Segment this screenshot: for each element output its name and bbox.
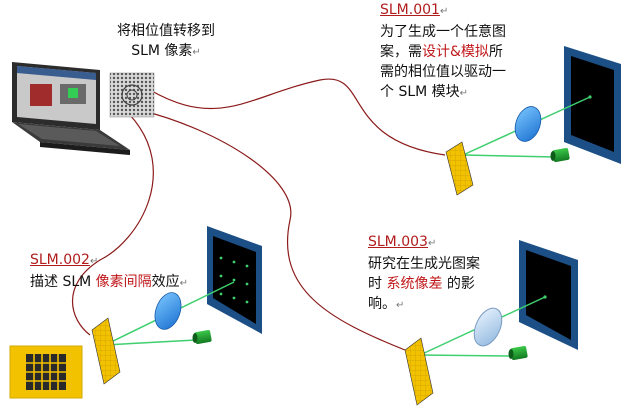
- connector-curves: [72, 78, 446, 351]
- slm-device-2: [91, 317, 121, 385]
- return-mark: ↵: [192, 47, 201, 58]
- slm002-highlight: 像素间隔: [95, 274, 152, 290]
- curve-to-slm002: [72, 114, 154, 336]
- slm-device-3: [404, 337, 434, 406]
- laser-1: [550, 148, 570, 162]
- transfer-caption: 将相位值转移到 SLM 像素↵: [111, 21, 221, 63]
- setup-slm002: [9, 226, 262, 399]
- laptop: [12, 62, 130, 155]
- setup-slm001: [445, 46, 621, 196]
- slm002-line1a: 描述 SLM: [30, 274, 96, 290]
- slm003-code: SLM.003: [368, 234, 428, 250]
- return-mark: ↵: [459, 88, 469, 99]
- laser-2: [192, 330, 212, 344]
- return-mark: ↵: [439, 6, 449, 17]
- return-mark: ↵: [179, 278, 189, 289]
- slm002-line1b: 效应: [151, 274, 180, 290]
- return-mark: ↵: [89, 256, 99, 267]
- slm002-code: SLM.002: [30, 252, 90, 268]
- slm003-line2b: 的影: [442, 276, 475, 292]
- return-mark: ↵: [396, 300, 405, 311]
- slm002-block: SLM.002↵ 描述 SLM 像素间隔效应↵: [30, 250, 188, 294]
- slm003-block: SLM.003↵ 研究在生成光图案 时 系统像差 的影 响。↵: [368, 232, 480, 316]
- slm003-line2a: 时: [368, 276, 387, 292]
- slm001-highlight: 设计&模拟: [422, 44, 489, 60]
- screen-3: [526, 250, 571, 340]
- curve-to-slm003: [139, 109, 406, 351]
- slm003-line3: 响。: [368, 296, 396, 312]
- lens-2: [154, 292, 182, 330]
- lens-3: [473, 307, 503, 347]
- transfer-caption-line1: 将相位值转移到: [117, 23, 215, 39]
- lens-1: [514, 106, 542, 142]
- slm003-line1: 研究在生成光图案: [368, 256, 480, 272]
- slm003-highlight: 系统像差: [386, 276, 443, 292]
- slm001-line2a: 案，需: [380, 44, 422, 60]
- slm001-block: SLM.001↵ 为了生成一个任意图 案，需设计&模拟所 需的相位值以驱动一 个…: [380, 0, 506, 104]
- screen-1: [571, 56, 614, 152]
- slm001-line1: 为了生成一个任意图: [380, 24, 506, 40]
- slm001-code: SLM.001: [380, 2, 440, 18]
- transfer-caption-line2: SLM 像素: [131, 43, 193, 59]
- return-mark: ↵: [427, 238, 437, 249]
- laser-3: [508, 346, 528, 360]
- curve-to-slm001: [149, 78, 446, 156]
- pixel-grid-inset: [9, 345, 83, 399]
- phase-pattern-image: [109, 72, 155, 118]
- slm-device-1: [445, 141, 474, 196]
- slm001-line3: 需的相位值以驱动一: [380, 64, 506, 80]
- setup-slm003: [404, 240, 578, 406]
- slm001-line2b: 所: [488, 44, 503, 60]
- screen-image: [30, 84, 52, 106]
- slm001-line4: 个 SLM 模块: [380, 84, 460, 100]
